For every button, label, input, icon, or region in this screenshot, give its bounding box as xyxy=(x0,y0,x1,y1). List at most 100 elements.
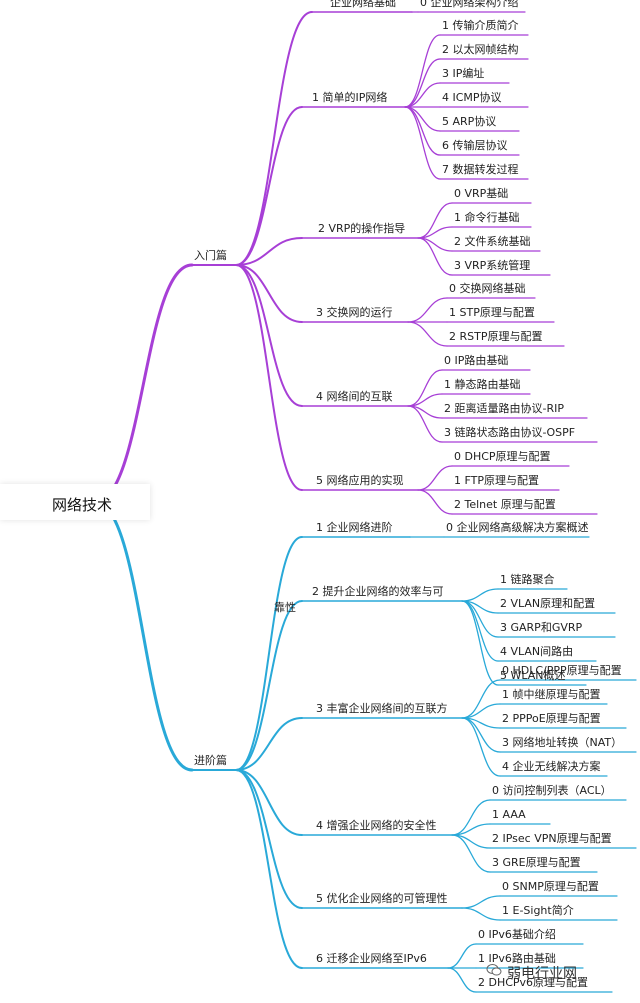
leaf-label: 0 IP路由基础 xyxy=(444,354,509,367)
connector-line xyxy=(235,717,303,771)
leaf-label: 3 GRE原理与配置 xyxy=(492,856,581,869)
leaf-label: 0 企业网络架构介绍 xyxy=(420,0,519,9)
leaf-label: 4 VLAN间路由 xyxy=(500,645,574,658)
connector-line xyxy=(461,703,501,719)
connector-line xyxy=(461,600,499,662)
topic-label: 4 增强企业网络的安全性 xyxy=(316,819,437,832)
topic-label: 2 提升企业网络的效率与可 xyxy=(312,585,444,598)
connector-line xyxy=(235,536,303,771)
connector-line xyxy=(235,264,303,407)
connector-line xyxy=(461,600,499,686)
topic-label: 2 VRP的操作指导 xyxy=(318,222,406,235)
connector-line xyxy=(447,943,477,969)
leaf-label: 0 VRP基础 xyxy=(454,187,509,200)
leaf-label: 2 PPPoE原理与配置 xyxy=(502,712,601,725)
connector-line xyxy=(235,769,303,836)
leaf-label: 0 交换网络基础 xyxy=(449,282,526,295)
connector-line xyxy=(461,907,501,921)
topic-label: 3 丰富企业网络间的互联方 xyxy=(316,702,448,715)
leaf-label: 6 传输层协议 xyxy=(442,139,508,152)
leaf-label: 3 链路状态路由协议-OSPF xyxy=(444,426,576,439)
leaf-label: 1 命令行基础 xyxy=(454,211,520,224)
connector-line xyxy=(417,489,453,515)
leaf-label: 0 DHCP原理与配置 xyxy=(454,450,551,463)
leaf-label: 4 企业无线解决方案 xyxy=(502,760,601,773)
topic-label-continued: 靠性 xyxy=(274,601,296,614)
leaf-label: 0 SNMP原理与配置 xyxy=(502,880,599,893)
leaf-label: 5 ARP协议 xyxy=(442,115,497,128)
leaf-label: 2 VLAN原理和配置 xyxy=(500,597,596,610)
connector-line xyxy=(447,967,477,993)
leaf-label: 0 企业网络高级解决方案概述 xyxy=(446,521,589,534)
leaf-label: 1 静态路由基础 xyxy=(444,378,521,391)
topic-label: 企业网络基础 xyxy=(330,0,396,9)
root-node xyxy=(0,484,150,520)
leaf-label: 1 链路聚合 xyxy=(500,573,555,586)
connector-line xyxy=(235,769,303,969)
leaf-label: 2 IPsec VPN原理与配置 xyxy=(492,832,612,845)
leaf-label: 1 E-Sight简介 xyxy=(502,904,574,917)
leaf-label: 7 数据转发过程 xyxy=(442,163,519,176)
connector-line xyxy=(417,465,453,491)
watermark: 弱电行业网 xyxy=(507,966,577,982)
connector-line xyxy=(235,600,303,771)
connector-lines xyxy=(93,11,637,993)
connector-line xyxy=(404,106,441,180)
leaf-label: 0 IPv6基础介绍 xyxy=(478,928,556,941)
leaf-label: 4 ICMP协议 xyxy=(442,91,502,104)
connector-line xyxy=(461,717,501,777)
connector-line xyxy=(417,202,453,239)
leaf-label: 1 FTP原理与配置 xyxy=(454,474,539,487)
leaf-label: 2 DHCPv6原理与配置 xyxy=(478,976,589,989)
connector-line xyxy=(404,82,441,108)
connector-line xyxy=(461,588,499,602)
leaf-label: 3 网络地址转换（NAT） xyxy=(502,736,623,749)
leaf-label: 2 文件系统基础 xyxy=(454,235,531,248)
topic-label: 6 迁移企业网络至IPv6 xyxy=(316,952,427,965)
connector-line xyxy=(417,237,453,276)
connector-line xyxy=(235,106,303,266)
topic-label: 5 网络应用的实现 xyxy=(316,474,404,487)
connector-line xyxy=(407,321,448,347)
connector-line xyxy=(404,106,441,156)
leaf-label: 2 以太网帧结构 xyxy=(442,43,519,56)
leaf-label: 5 WLAN概述 xyxy=(500,669,566,682)
connector-line xyxy=(235,264,303,491)
leaf-label: 2 Telnet 原理与配置 xyxy=(454,498,556,511)
leaf-label: 1 帧中继原理与配置 xyxy=(502,688,601,701)
leaf-label: 2 RSTP原理与配置 xyxy=(449,330,543,343)
topic-label: 4 网络间的互联 xyxy=(316,390,393,403)
connector-line xyxy=(407,297,448,323)
leaf-label: 3 GARP和GVRP xyxy=(500,621,583,634)
connector-line xyxy=(235,237,303,266)
connector-line xyxy=(461,895,501,909)
leaf-label: 1 IPv6路由基础 xyxy=(478,952,556,965)
wechat-icon xyxy=(486,964,502,976)
leaf-label: 1 AAA xyxy=(492,808,526,821)
topic-label: 1 企业网络进阶 xyxy=(316,521,393,534)
connector-line xyxy=(404,106,441,132)
leaf-label: 3 VRP系统管理 xyxy=(454,259,531,272)
topic-label: 5 优化企业网络的可管理性 xyxy=(316,892,448,905)
leaf-label: 1 STP原理与配置 xyxy=(449,306,535,319)
branch-label: 进阶篇 xyxy=(194,754,227,767)
topic-label: 3 交换网的运行 xyxy=(316,306,393,319)
connector-line xyxy=(461,679,501,719)
topic-label: 1 简单的IP网络 xyxy=(312,91,388,104)
connector-line xyxy=(451,834,491,873)
connector-line xyxy=(407,405,443,443)
leaf-label: 0 HDLC/PPP原理与配置 xyxy=(502,664,622,677)
connector-line xyxy=(93,263,194,504)
connector-line xyxy=(235,769,303,909)
leaf-label: 0 访问控制列表（ACL） xyxy=(492,784,612,797)
root-title: 网络技术 xyxy=(52,496,113,514)
connector-line xyxy=(407,369,443,407)
leaf-label: 2 距离适量路由协议-RIP xyxy=(444,402,564,415)
connector-line xyxy=(93,500,194,772)
connector-line xyxy=(235,264,303,323)
connector-line xyxy=(404,58,441,108)
connector-line xyxy=(235,11,313,266)
branch-label: 入门篇 xyxy=(194,249,227,262)
connector-line xyxy=(451,799,491,836)
